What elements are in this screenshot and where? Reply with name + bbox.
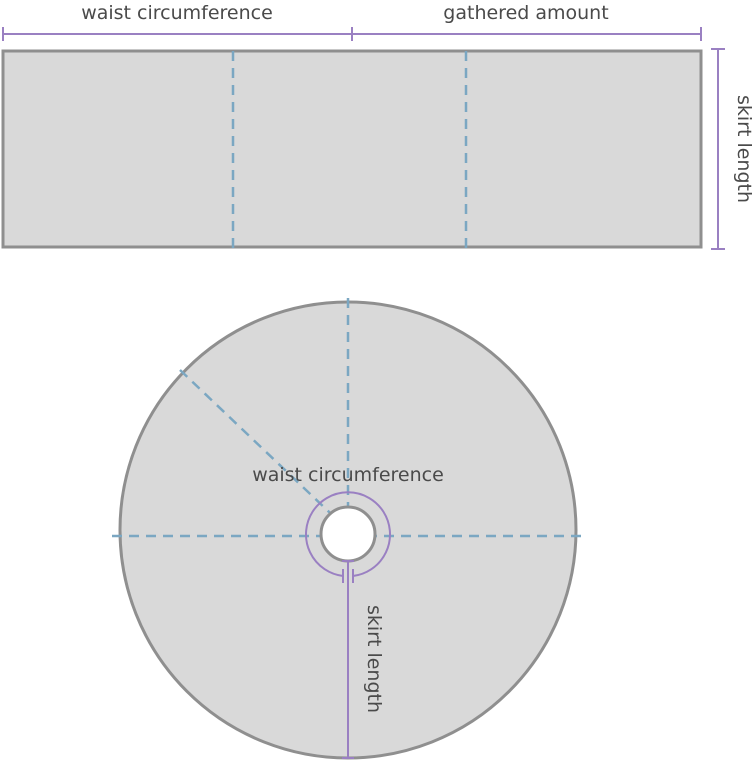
rectangle-skirt-group: waist circumference gathered amount skir… — [1, 2, 752, 251]
skirt-length-measure-line — [342, 560, 354, 759]
rectangle-fabric-panel — [1, 49, 703, 249]
circle-skirt-group: waist circumference skirt length — [112, 298, 584, 760]
waist-hole — [319, 505, 377, 563]
circle-waist-circumference-label: waist circumference — [252, 464, 444, 486]
skirt-length-label: skirt length — [733, 95, 752, 203]
side-measure-line — [711, 48, 725, 250]
top-measure-line — [2, 27, 702, 41]
waist-circumference-label: waist circumference — [81, 2, 273, 24]
circle-skirt-length-label: skirt length — [363, 605, 385, 713]
waist-measure-arc — [305, 491, 391, 577]
gathered-amount-label: gathered amount — [443, 2, 608, 24]
